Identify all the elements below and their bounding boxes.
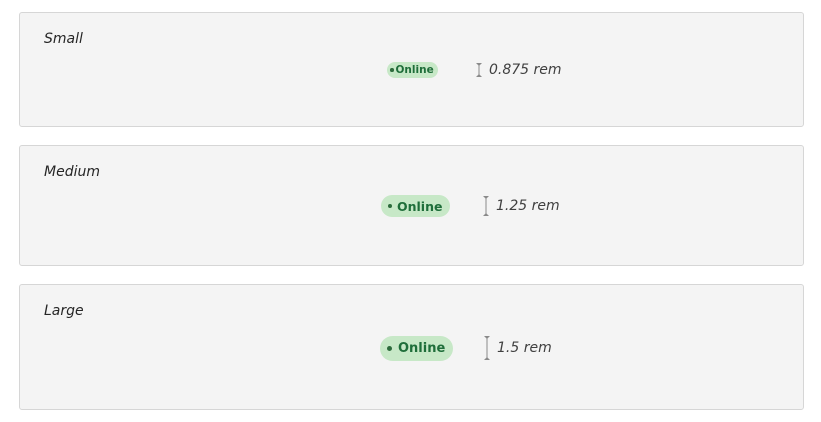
height-value: 1.5 rem bbox=[497, 340, 552, 356]
variant-title: Small bbox=[44, 31, 83, 47]
height-measure-icon bbox=[484, 336, 490, 360]
height-indicator: 1.25 rem bbox=[482, 195, 560, 217]
status-tag-online-medium: Online bbox=[381, 195, 451, 217]
height-indicator: 0.875 rem bbox=[475, 62, 562, 78]
variant-title: Large bbox=[44, 303, 84, 319]
status-tag-online-small: Online bbox=[387, 62, 438, 78]
variant-title: Medium bbox=[44, 164, 100, 180]
variant-card-medium: Medium Online 1.25 rem bbox=[19, 145, 804, 266]
status-dot-icon bbox=[388, 204, 392, 208]
height-value: 1.25 rem bbox=[496, 198, 560, 214]
status-dot-icon bbox=[387, 346, 392, 351]
status-tag-online-large: Online bbox=[380, 336, 454, 361]
height-value: 0.875 rem bbox=[489, 62, 562, 78]
status-tag-label: Online bbox=[398, 341, 446, 356]
status-tag-label: Online bbox=[397, 198, 443, 214]
variant-card-large: Large Online 1.5 rem bbox=[19, 284, 804, 410]
height-indicator: 1.5 rem bbox=[483, 335, 552, 361]
variant-card-small: Small Online 0.875 rem bbox=[19, 12, 804, 127]
status-dot-icon bbox=[390, 68, 394, 72]
status-tag-label: Online bbox=[395, 64, 434, 76]
height-measure-icon bbox=[483, 196, 489, 216]
height-measure-icon bbox=[476, 63, 482, 77]
